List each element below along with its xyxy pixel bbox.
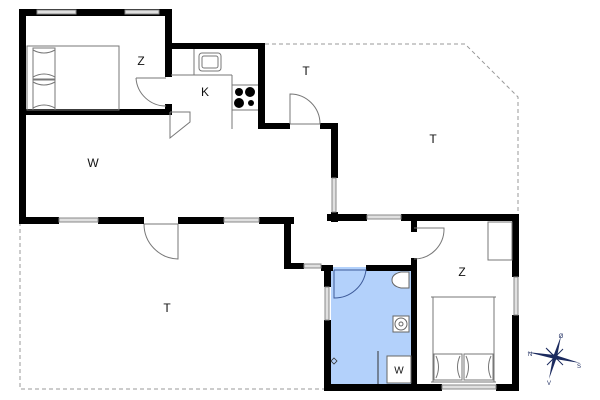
room-label-terrace-south: T xyxy=(163,301,171,315)
walls xyxy=(19,9,519,391)
bed-1 xyxy=(26,45,120,111)
stove xyxy=(234,87,255,108)
compass-north: N xyxy=(527,352,533,358)
bathroom-fixtures xyxy=(377,271,412,384)
room-label-bedroom-1: Z xyxy=(137,54,145,68)
room-label-terrace-north: T xyxy=(302,64,310,78)
washer-label: W xyxy=(394,365,404,377)
floor-drain xyxy=(330,357,338,365)
compass-south: S xyxy=(576,364,582,370)
wardrobe xyxy=(487,221,513,261)
compass-west: V xyxy=(546,381,552,387)
compass-east: Ø xyxy=(558,334,564,340)
bed-2 xyxy=(431,296,496,383)
room-label-living-room: W xyxy=(87,156,99,170)
kitchen-counter xyxy=(171,49,258,129)
windows xyxy=(36,9,519,390)
doors xyxy=(135,77,445,299)
compass-icon xyxy=(527,336,580,379)
room-label-bedroom-2: Z xyxy=(458,265,466,279)
room-label-terrace-east: T xyxy=(429,132,437,146)
room-label-kitchen: K xyxy=(200,85,210,99)
terrace-outlines xyxy=(19,43,519,390)
